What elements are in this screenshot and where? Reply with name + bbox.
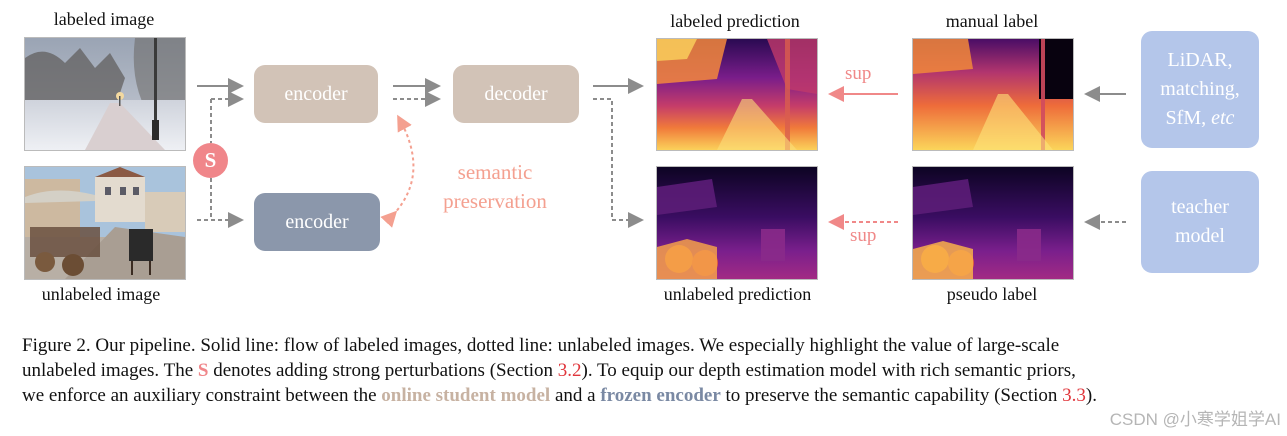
caption-l3d: ). xyxy=(1085,385,1097,406)
labeled-image xyxy=(24,37,186,151)
caption-l2c: ). To equip our depth estimation model w… xyxy=(581,360,1076,381)
labeled-prediction-map xyxy=(656,38,818,151)
caption-l2a: unlabeled images. The xyxy=(22,360,198,381)
manual-label-label: manual label xyxy=(945,11,1039,31)
lidar-line-3: SfM, etc xyxy=(1166,104,1235,133)
caption-perturb-s: S xyxy=(197,360,209,381)
pseudo-label-map xyxy=(912,166,1074,280)
caption-line-3: we enforce an auxiliary constraint betwe… xyxy=(22,383,1272,408)
unlabeled-image xyxy=(24,166,186,280)
arrow-decoder-to-unlabeled-prediction xyxy=(593,98,644,228)
caption-l3a: we enforce an auxiliary constraint betwe… xyxy=(22,385,382,406)
caption-line-1: Figure 2. Our pipeline. Solid line: flow… xyxy=(22,335,1060,356)
sup-label-top: sup xyxy=(845,63,872,84)
lidar-source-box: LiDAR, matching, SfM, etc xyxy=(1141,31,1259,148)
labeled-prediction-label: labeled prediction xyxy=(670,11,800,31)
frozen-encoder-box: encoder xyxy=(254,193,380,251)
teacher-line-2: model xyxy=(1175,225,1225,247)
figure-caption: Figure 2. Our pipeline. Solid line: flow… xyxy=(22,333,1272,408)
caption-ref-3-3[interactable]: 3.3 xyxy=(1062,385,1086,406)
encoder-box-top: encoder xyxy=(254,65,378,123)
strong-perturbation-badge: S xyxy=(193,143,228,178)
caption-l3c: to preserve the semantic capability (Sec… xyxy=(720,385,1063,406)
pseudo-label-label: pseudo label xyxy=(946,284,1038,304)
lidar-line-3b: etc xyxy=(1211,107,1235,129)
lidar-line-3a: SfM, xyxy=(1165,107,1212,129)
unlabeled-prediction-label: unlabeled prediction xyxy=(663,284,812,304)
semantic-preservation-arrow xyxy=(380,114,415,228)
caption-l3b: and a xyxy=(550,385,601,406)
caption-frozen-encoder: frozen encoder xyxy=(600,385,721,406)
semantic-preservation-text: semantic preservation xyxy=(425,158,565,216)
sup-label-bottom: sup xyxy=(850,225,877,246)
manual-label-map xyxy=(912,38,1074,151)
teacher-line-1: teacher xyxy=(1171,196,1229,218)
flow-arrows xyxy=(197,78,1126,230)
semantic-line-2: preservation xyxy=(443,189,547,213)
caption-ref-3-2[interactable]: 3.2 xyxy=(557,360,582,381)
lidar-line-2: matching, xyxy=(1160,78,1240,100)
labeled-image-label: labeled image xyxy=(53,9,155,29)
csdn-watermark: CSDN @小寒学姐学AI xyxy=(1109,410,1281,429)
teacher-model-box: teacher model xyxy=(1141,171,1259,273)
caption-student-model: online student model xyxy=(381,385,551,406)
decoder-box: decoder xyxy=(453,65,579,123)
caption-line-2: unlabeled images. The S denotes adding s… xyxy=(22,358,1272,383)
lidar-line-1: LiDAR, xyxy=(1167,49,1233,71)
unlabeled-prediction-map xyxy=(656,166,818,280)
semantic-line-1: semantic xyxy=(457,160,533,184)
caption-l2b: denotes adding strong perturbations (Sec… xyxy=(208,360,558,381)
unlabeled-image-label: unlabeled image xyxy=(41,284,161,304)
